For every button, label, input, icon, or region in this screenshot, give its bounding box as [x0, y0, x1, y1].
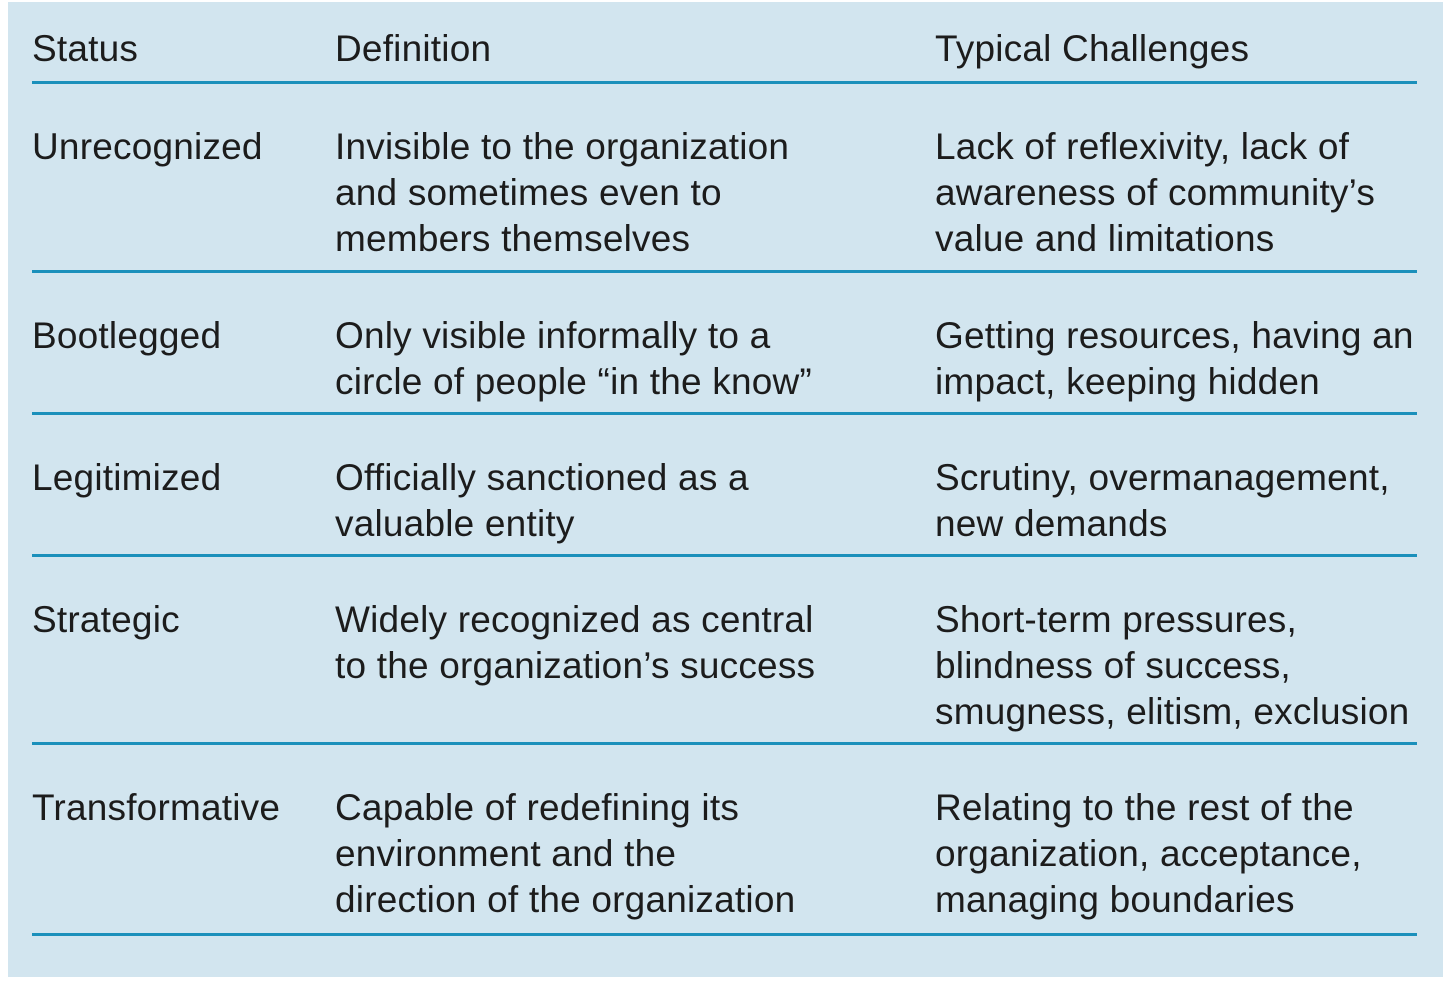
- table-header-row: Status Definition Typical Challenges: [8, 2, 1443, 81]
- column-header-definition: Definition: [335, 28, 492, 69]
- definition-cell: Capable of redefining its environment an…: [335, 787, 796, 920]
- definition-cell: Only visible informally to a circle of p…: [335, 315, 812, 402]
- table-row: Legitimized Officially sanctioned as a v…: [8, 415, 1443, 554]
- divider: [32, 81, 1417, 84]
- table-row: Transformative Capable of redefining its…: [8, 745, 1443, 933]
- status-cell: Transformative: [32, 787, 281, 828]
- table-row: Strategic Widely recognized as central t…: [8, 557, 1443, 742]
- status-cell: Bootlegged: [32, 315, 222, 356]
- divider: [32, 554, 1417, 557]
- column-header-challenges: Typical Challenges: [935, 28, 1250, 69]
- divider: [32, 933, 1417, 936]
- status-cell: Legitimized: [32, 457, 222, 498]
- divider: [32, 270, 1417, 273]
- divider: [32, 412, 1417, 415]
- column-header-status: Status: [32, 28, 139, 69]
- definition-cell: Widely recognized as central to the orga…: [335, 599, 816, 686]
- challenges-cell: Short-term pressures, blindness of succe…: [935, 599, 1410, 732]
- status-cell: Strategic: [32, 599, 180, 640]
- divider: [32, 742, 1417, 745]
- challenges-cell: Relating to the rest of the organization…: [935, 787, 1362, 920]
- status-cell: Unrecognized: [32, 126, 263, 167]
- table-row: Bootlegged Only visible informally to a …: [8, 273, 1443, 412]
- table-row: Unrecognized Invisible to the organizati…: [8, 84, 1443, 270]
- challenges-cell: Scrutiny, overmanagement, new demands: [935, 457, 1390, 544]
- challenges-cell: Getting resources, having an impact, kee…: [935, 315, 1414, 402]
- challenges-cell: Lack of reflexivity, lack of awareness o…: [935, 126, 1376, 259]
- definition-cell: Officially sanctioned as a valuable enti…: [335, 457, 749, 544]
- definition-cell: Invisible to the organization and someti…: [335, 126, 790, 259]
- community-status-table: Status Definition Typical Challenges Unr…: [8, 2, 1443, 977]
